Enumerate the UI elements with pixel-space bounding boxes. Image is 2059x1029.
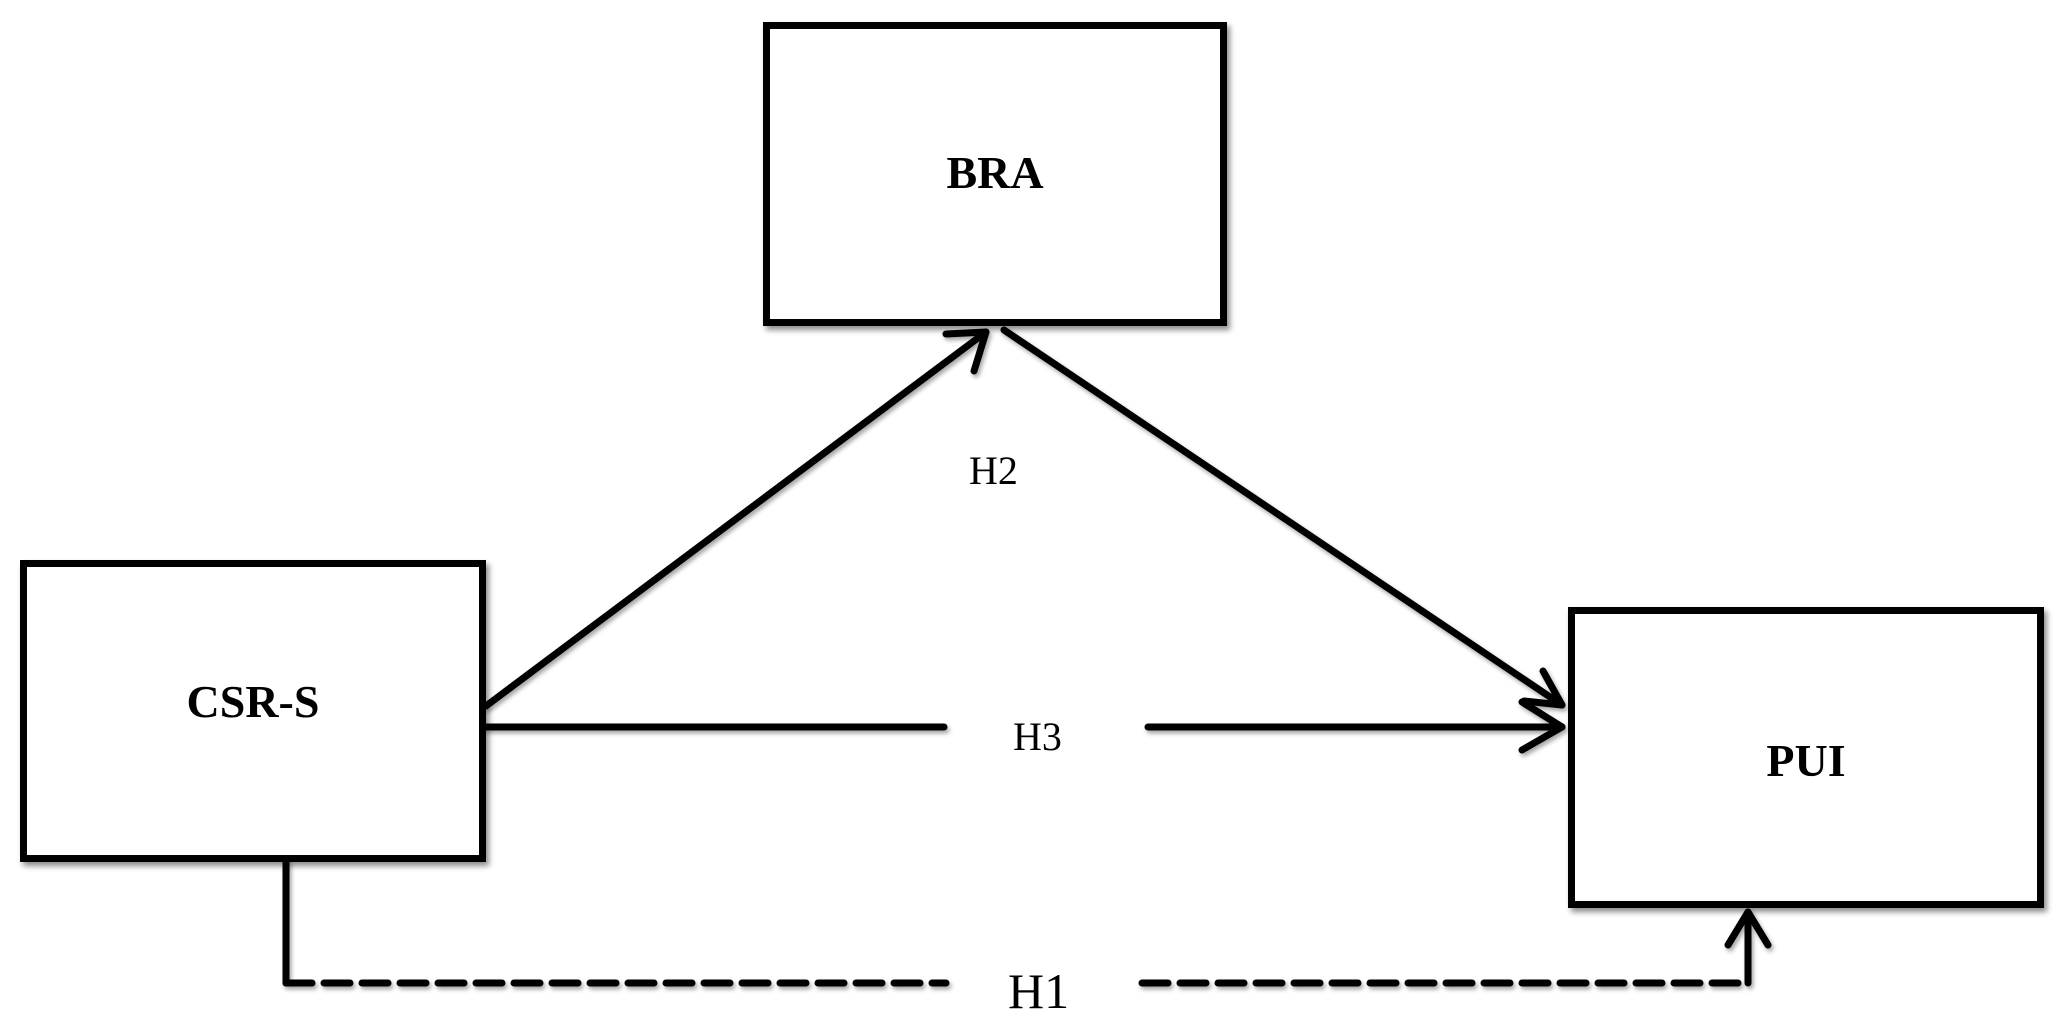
node-bra-label: BRA [946, 146, 1044, 198]
arrowhead-h3 [1518, 698, 1566, 754]
hypothesis-h3-label: H3 [1013, 714, 1062, 759]
arrowhead-h1 [1724, 908, 1772, 949]
hypothesis-h2-label: H2 [969, 448, 1018, 493]
arrow-csrs-to-bra [482, 328, 990, 710]
node-csr-s: CSR-S [20, 560, 486, 862]
arrow-bra-to-pui [1000, 326, 1566, 709]
node-pui: PUI [1568, 607, 2044, 908]
hypothesis-h1-label: H1 [1008, 963, 1070, 1019]
arrowhead-csrs-to-bra [942, 328, 990, 375]
node-csr-s-label: CSR-S [186, 675, 320, 727]
node-pui-label: PUI [1766, 735, 1846, 786]
node-bra: BRA [763, 22, 1227, 326]
arrowhead-bra-to-pui [1520, 667, 1566, 709]
